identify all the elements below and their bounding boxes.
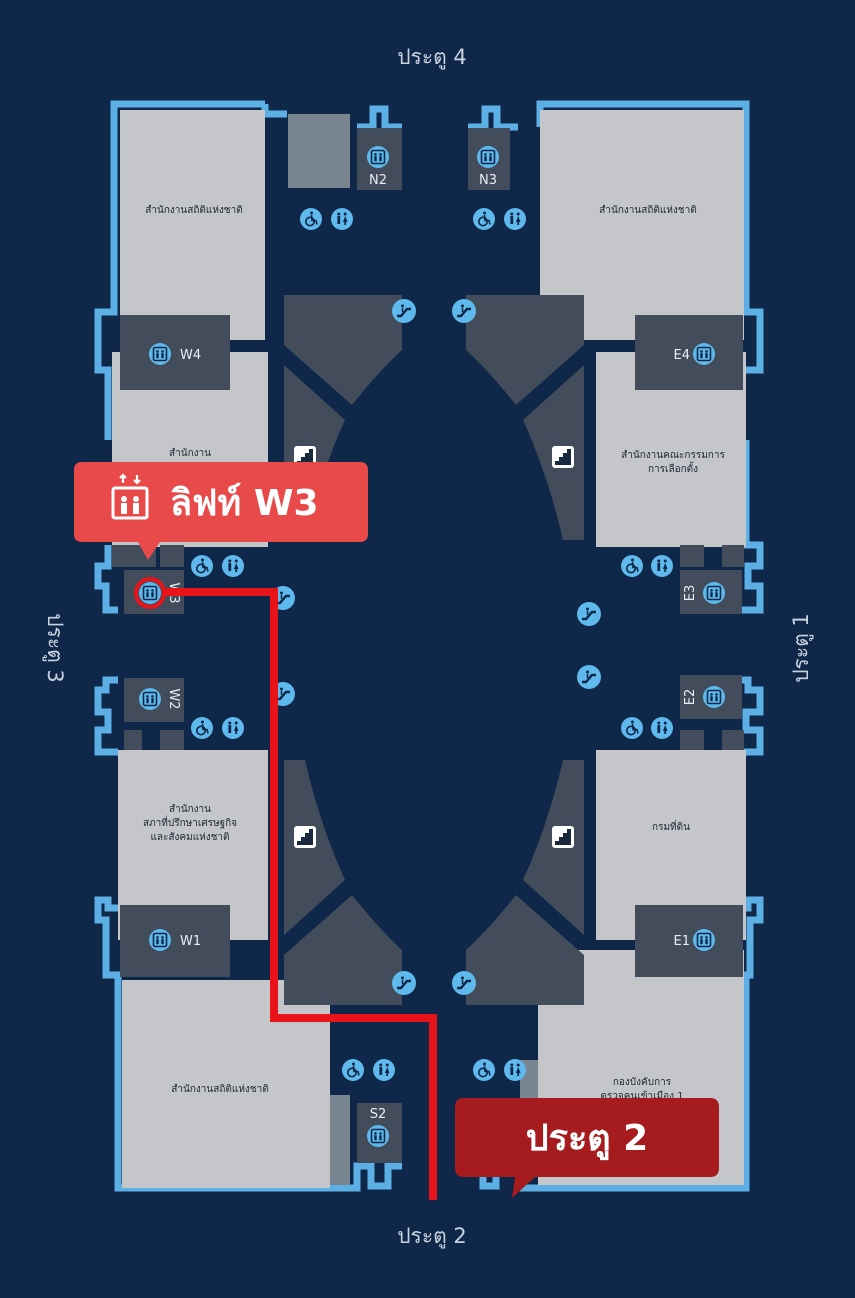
lift-code-n2: N2 — [369, 173, 387, 188]
gate-label-west: ประตู 3 — [42, 613, 67, 683]
room-label-e-upper-1: สำนักงานคณะกรรมการ — [621, 450, 725, 461]
lift-code-w1: W1 — [180, 934, 201, 949]
room-label-ne: สำนักงานสถิติแห่งชาติ — [599, 205, 696, 216]
elevator-icon — [111, 473, 149, 520]
wheelchair-icon — [190, 554, 214, 578]
lift-code-e2: E2 — [683, 689, 698, 706]
stairs-icon — [552, 446, 574, 468]
route-start-marker — [134, 577, 166, 609]
elevator-icon — [476, 145, 500, 169]
elevator-icon — [138, 687, 162, 711]
route-path — [163, 588, 437, 1200]
lift-code-n3: N3 — [479, 173, 497, 188]
restroom-icon — [504, 208, 526, 230]
room-label-w-lower-3: และสังคมแห่งชาติ — [150, 832, 229, 843]
restroom-icon — [651, 555, 673, 577]
room-label-w-upper: สำนักงาน — [169, 448, 211, 459]
room-label-se-1: กองบังคับการ — [613, 1077, 672, 1088]
room-label-w-lower-1: สำนักงาน — [169, 804, 211, 815]
restroom-icon — [651, 717, 673, 739]
elevator-icon — [692, 342, 716, 366]
escalator-icon — [450, 969, 478, 997]
room-label-sw: สำนักงานสถิติแห่งชาติ — [171, 1084, 268, 1095]
elevator-icon — [148, 928, 172, 952]
gate-label-north: ประตู 4 — [397, 45, 467, 70]
restroom-icon — [373, 1059, 395, 1081]
callout-gate-2: ประตู 2 — [455, 1098, 719, 1198]
wheelchair-icon — [472, 207, 496, 231]
restroom-icon — [331, 208, 353, 230]
escalator-icon — [450, 297, 478, 325]
escalator-icon — [390, 969, 418, 997]
stairs-icon — [552, 826, 574, 848]
elevator-icon — [702, 581, 726, 605]
room-label-nw: สำนักงานสถิติแห่งชาติ — [145, 205, 242, 216]
room-label-e-upper-2: การเลือกตั้ง — [648, 461, 698, 475]
room-label-e-lower: กรมที่ดิน — [652, 819, 690, 833]
elevator-icon — [692, 928, 716, 952]
wheelchair-icon — [472, 1058, 496, 1082]
wheelchair-icon — [299, 207, 323, 231]
lift-code-w4: W4 — [180, 348, 201, 363]
callout-gate-label: ประตู 2 — [526, 1118, 648, 1161]
lift-code-e3: E3 — [683, 585, 698, 602]
elevator-icon-w3 — [138, 581, 162, 605]
elevator-icon — [148, 342, 172, 366]
lift-code-e4: E4 — [674, 348, 691, 363]
stairs-icon — [294, 826, 316, 848]
callout-lift-label: ลิฟท์ W3 — [170, 482, 319, 524]
elevator-icon — [366, 1124, 390, 1148]
gate-label-east: ประตู 1 — [789, 613, 814, 683]
escalator-icon — [575, 663, 603, 691]
callout-lift-w3: ลิฟท์ W3 — [74, 462, 368, 560]
lift-code-w2: W2 — [166, 688, 181, 709]
escalator-icon — [390, 297, 418, 325]
escalator-icon — [575, 600, 603, 628]
restroom-icon — [222, 555, 244, 577]
lift-code-s2: S2 — [370, 1107, 387, 1122]
restroom-icon — [504, 1059, 526, 1081]
restroom-icon — [222, 717, 244, 739]
wheelchair-icon — [620, 716, 644, 740]
wheelchair-icon — [341, 1058, 365, 1082]
atrium-wedges — [284, 295, 584, 1005]
gate-label-south: ประตู 2 — [397, 1224, 467, 1249]
wheelchair-icon — [190, 716, 214, 740]
elevator-icon — [366, 145, 390, 169]
lift-code-e1: E1 — [674, 934, 691, 949]
elevator-icon — [702, 685, 726, 709]
wheelchair-icon — [620, 554, 644, 578]
room-nw — [120, 110, 265, 340]
room-label-w-lower-2: สภาที่ปรึกษาเศรษฐกิจ — [143, 815, 237, 829]
